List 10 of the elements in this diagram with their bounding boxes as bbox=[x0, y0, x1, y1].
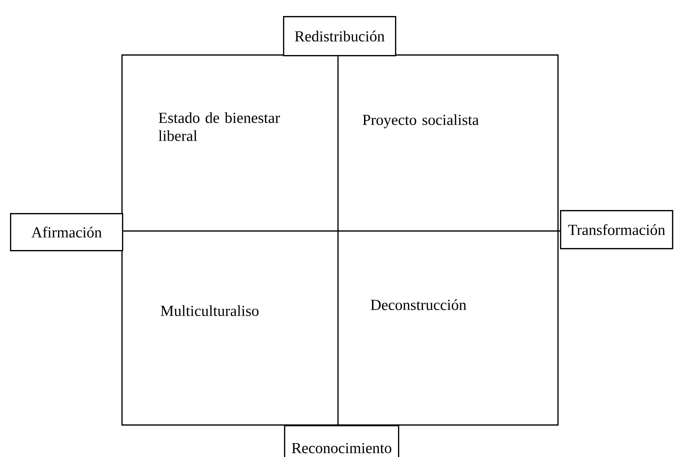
axis-line bbox=[337, 56, 339, 425]
quadrant-label: Multiculturaliso bbox=[160, 305, 259, 316]
axis-label-box: Afirmación bbox=[10, 213, 124, 252]
axis-label-box: Reconocimiento bbox=[284, 425, 400, 457]
quadrant-label: Deconstrucción bbox=[370, 299, 466, 310]
axis-label-box: Redistribución bbox=[283, 16, 396, 56]
axis-line bbox=[123, 230, 560, 232]
axis-label-box: Transformación bbox=[560, 210, 674, 250]
quadrant-label: Proyecto socialista bbox=[362, 114, 479, 128]
quadrant-label: Estado de bienestar liberal bbox=[158, 112, 280, 142]
